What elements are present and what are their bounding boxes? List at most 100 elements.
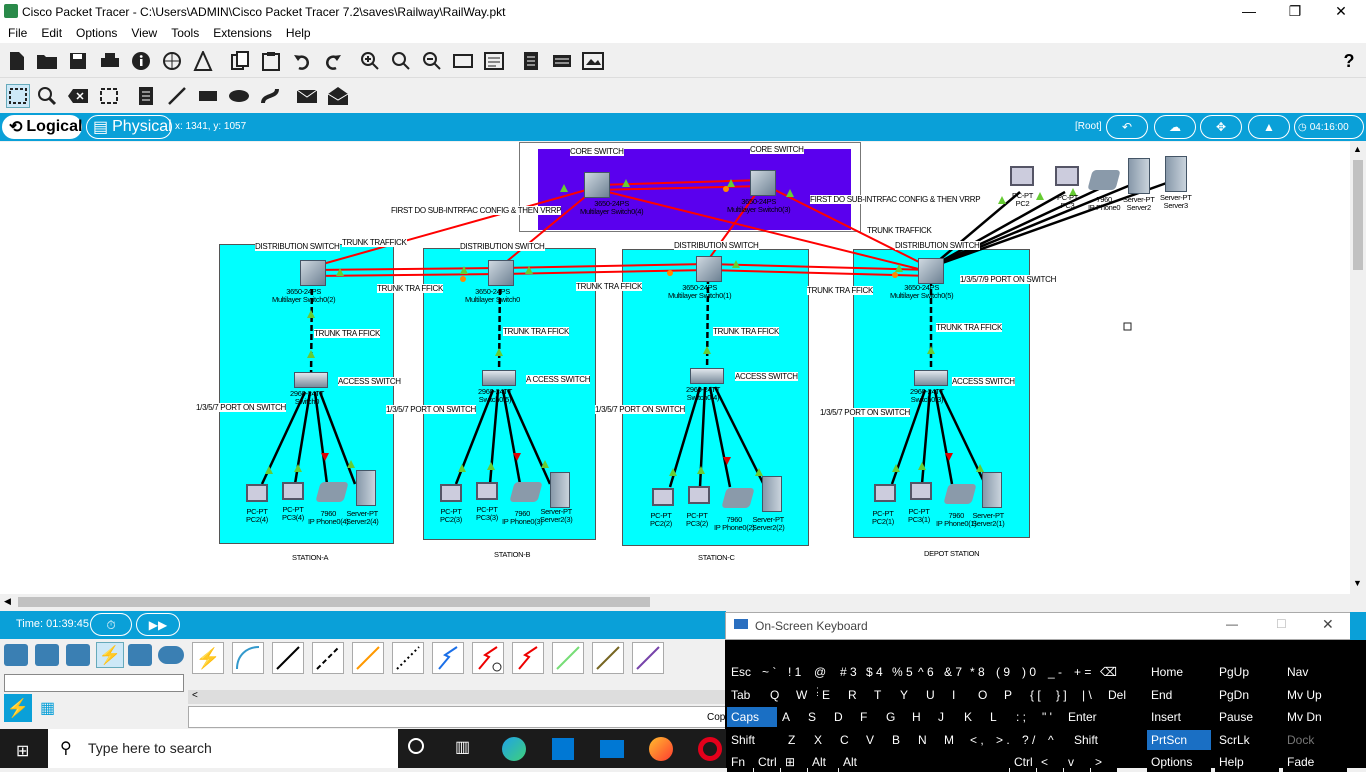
misc-icon[interactable]: [128, 644, 152, 666]
server-icon[interactable]: [550, 472, 570, 508]
undo-icon[interactable]: [291, 50, 313, 72]
osk-key[interactable]: Z: [784, 729, 809, 750]
osk-key[interactable]: V: [862, 729, 887, 750]
root-breadcrumb[interactable]: [Root]: [1075, 121, 1102, 132]
server-icon[interactable]: [982, 472, 1002, 508]
menu-help[interactable]: Help: [285, 26, 311, 40]
menu-extensions[interactable]: Extensions: [213, 26, 272, 40]
osk-key[interactable]: ? /: [1018, 729, 1043, 750]
console-cable-icon[interactable]: [232, 642, 264, 674]
pc-icon[interactable]: [476, 482, 498, 500]
osk-key[interactable]: I: [948, 684, 973, 705]
osk-key[interactable]: A: [778, 707, 803, 727]
pc-icon[interactable]: [910, 482, 932, 500]
osk-key[interactable]: & 7: [940, 662, 965, 682]
osk-key[interactable]: S: [804, 707, 829, 727]
pc-icon[interactable]: [1055, 166, 1079, 186]
serial-dte-cable-icon[interactable]: [512, 642, 544, 674]
osk-key[interactable]: X: [810, 729, 835, 750]
dist-switch-d-icon[interactable]: [918, 258, 944, 284]
grid-icon[interactable]: ▦: [40, 700, 56, 717]
inspect-icon[interactable]: [36, 85, 58, 107]
pc-icon[interactable]: [652, 488, 674, 506]
edge-icon[interactable]: [502, 737, 526, 761]
paste-icon[interactable]: [260, 50, 282, 72]
osk-key[interactable]: B: [888, 729, 913, 750]
server-icon[interactable]: [356, 470, 376, 506]
crossover-cable-icon[interactable]: [312, 642, 344, 674]
osk-key[interactable]: $ 4: [862, 662, 887, 682]
osk-key[interactable]: C: [836, 729, 861, 750]
osk-key[interactable]: @ 2: [810, 662, 835, 699]
osk-key[interactable]: Shift: [1070, 729, 1122, 750]
viewport-clock[interactable]: ◷ 04:16:00: [1294, 115, 1364, 139]
server-icon[interactable]: [1128, 158, 1150, 194]
osk-key[interactable]: Enter: [1064, 707, 1132, 727]
osk-side-key[interactable]: Help: [1215, 752, 1279, 772]
core-switch-1-icon[interactable]: [584, 172, 610, 198]
osk-side-key[interactable]: Mv Dn: [1283, 707, 1347, 727]
osk-side-key[interactable]: Mv Up: [1283, 684, 1347, 705]
osk-key[interactable]: M: [940, 729, 965, 750]
pc-icon[interactable]: [246, 484, 268, 502]
straight-through-cable-icon[interactable]: [272, 642, 304, 674]
osk-key[interactable]: F: [856, 707, 881, 727]
freeform-icon[interactable]: [259, 85, 281, 107]
usb-cable-icon[interactable]: [632, 642, 664, 674]
osk-side-key[interactable]: Dock: [1283, 729, 1347, 750]
activity-wizard-icon[interactable]: [192, 50, 214, 72]
ip-phone-icon[interactable]: [509, 482, 543, 502]
osk-key[interactable]: Del: [1104, 684, 1134, 705]
osk-key[interactable]: * 8: [966, 662, 991, 682]
osk-key[interactable]: Esc: [727, 662, 757, 682]
close-button[interactable]: ✕: [1335, 3, 1347, 19]
osk-side-key[interactable]: Insert: [1147, 707, 1211, 727]
mail-icon[interactable]: [600, 740, 624, 758]
osk-key[interactable]: E: [818, 684, 843, 705]
select-icon[interactable]: [6, 84, 30, 108]
osk-key[interactable]: { [: [1026, 684, 1051, 705]
osk-key[interactable]: " ': [1038, 707, 1063, 727]
phone-cable-icon[interactable]: [392, 642, 424, 674]
osk-key[interactable]: ~ `: [758, 662, 783, 682]
scroll-up-icon[interactable]: ▲: [1353, 144, 1362, 154]
osk-key[interactable]: J: [934, 707, 959, 727]
auto-connection-icon[interactable]: ⚡: [192, 642, 224, 674]
pc-icon[interactable]: [1010, 166, 1034, 186]
place-note-icon[interactable]: [135, 85, 157, 107]
iot-cable-icon[interactable]: [592, 642, 624, 674]
drawing-palette-icon[interactable]: [452, 50, 474, 72]
osk-key[interactable]: < ,: [966, 729, 991, 750]
menu-file[interactable]: File: [8, 26, 28, 40]
osk-key[interactable]: v: [1064, 752, 1090, 772]
dist-switch-a-icon[interactable]: [300, 260, 326, 286]
osk-key[interactable]: >: [1091, 752, 1117, 772]
osk-key[interactable]: L: [986, 707, 1011, 727]
notes-icon[interactable]: [520, 50, 542, 72]
logical-tab[interactable]: ⟲ Logical: [2, 115, 82, 139]
osk-key[interactable]: P: [1000, 684, 1025, 705]
vertical-scrollbar[interactable]: ▲ ▼: [1350, 142, 1366, 594]
osk-key[interactable]: N: [914, 729, 939, 750]
opera-icon[interactable]: [698, 737, 722, 761]
physical-workspace-icon[interactable]: [582, 50, 604, 72]
coaxial-cable-icon[interactable]: [432, 642, 464, 674]
cortana-icon[interactable]: [408, 738, 424, 754]
pc-icon[interactable]: [440, 484, 462, 502]
save-icon[interactable]: [67, 50, 89, 72]
access-switch-a-icon[interactable]: [294, 372, 328, 388]
windows-start-icon[interactable]: ⊞: [16, 743, 30, 760]
taskbar-search-box[interactable]: ⚲ Type here to search: [48, 729, 398, 768]
osk-key[interactable]: H: [908, 707, 933, 727]
osk-key[interactable]: ! 1: [784, 662, 809, 682]
osk-key[interactable]: Tab: [727, 684, 765, 705]
osk-key[interactable]: R: [844, 684, 869, 705]
osk-side-key[interactable]: Home: [1147, 662, 1211, 682]
osk-key[interactable]: Alt: [839, 752, 1009, 772]
zoom-reset-icon[interactable]: [390, 50, 412, 72]
draw-rectangle-icon[interactable]: [197, 85, 219, 107]
redo-icon[interactable]: [322, 50, 344, 72]
osk-key[interactable]: O: [974, 684, 999, 705]
device-template-icon[interactable]: [551, 50, 573, 72]
